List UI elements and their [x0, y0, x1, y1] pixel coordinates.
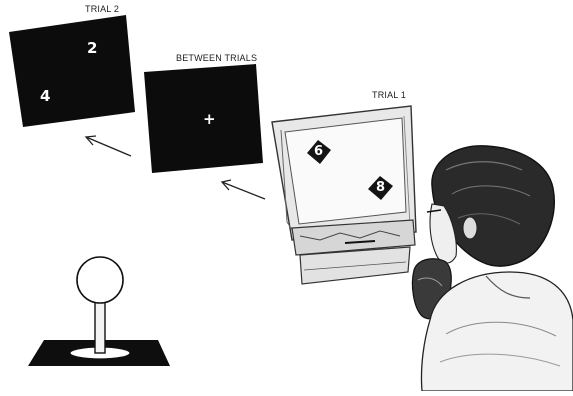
- trial2-number-2: 2: [87, 39, 97, 57]
- trial2-number-4: 4: [40, 87, 50, 105]
- trial1-number-6: 6: [314, 144, 323, 159]
- participant-figure: [412, 146, 573, 391]
- monitor-icon: [272, 106, 416, 284]
- trial2-label: TRIAL 2: [85, 4, 119, 14]
- arrow-icon: [86, 136, 131, 156]
- trial1-label: TRIAL 1: [372, 90, 406, 100]
- fixation-cross: +: [203, 110, 216, 128]
- trial2-screen: [9, 15, 135, 127]
- joystick-icon: [28, 257, 170, 366]
- between-trials-label: BETWEEN TRIALS: [176, 53, 257, 63]
- arrow-icon: [222, 180, 265, 199]
- trial1-number-8: 8: [376, 180, 385, 195]
